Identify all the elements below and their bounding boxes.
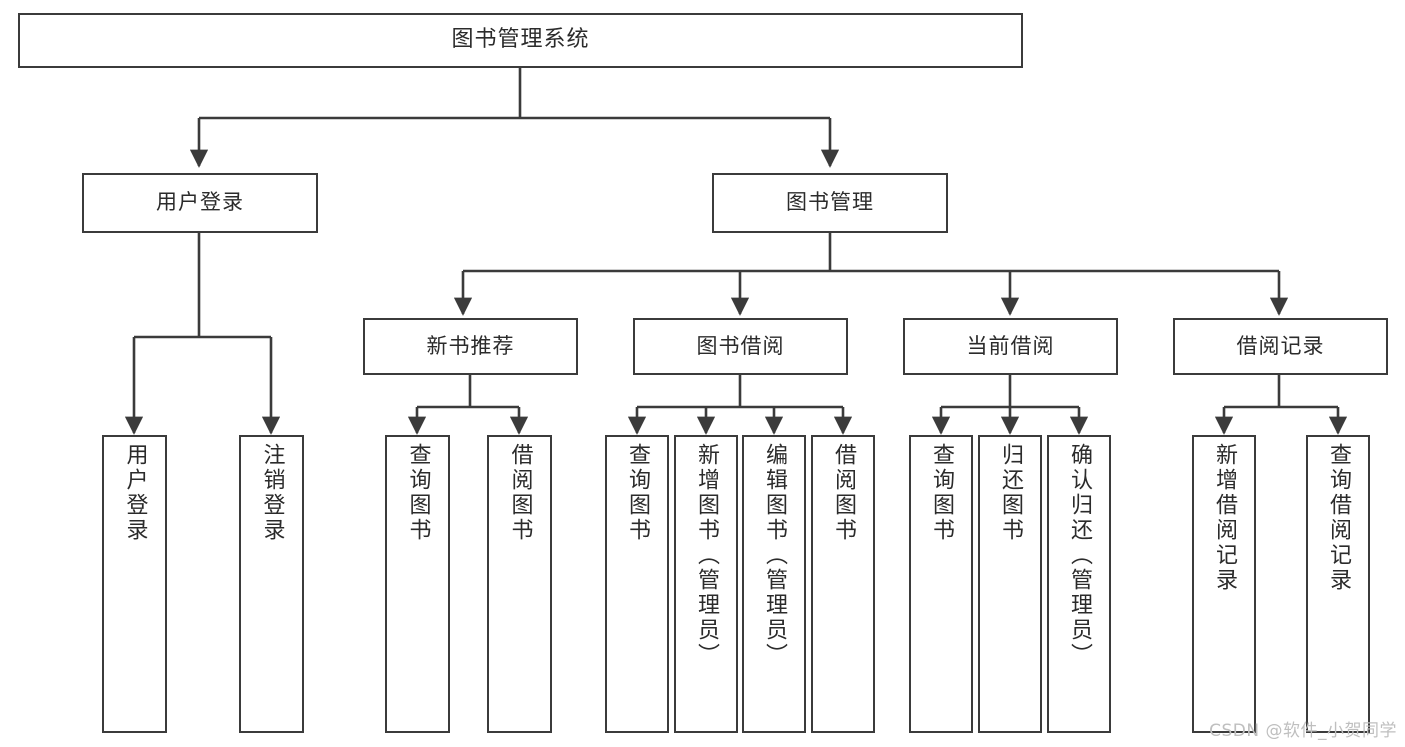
leaf-borrow-add-book-admin[interactable]: 新增图书（管理员）	[674, 435, 738, 733]
leaf-borrow-query-book[interactable]: 查询图书	[605, 435, 669, 733]
node-label: 查询图书	[405, 443, 431, 543]
node-label: 归还图书	[998, 443, 1023, 543]
node-label: 借阅图书	[831, 443, 856, 543]
node-new-book-recommend[interactable]: 新书推荐	[363, 318, 578, 375]
node-label: 借阅记录	[1236, 333, 1325, 358]
node-book-borrow[interactable]: 图书借阅	[633, 318, 848, 375]
node-root-system[interactable]: 图书管理系统	[18, 13, 1023, 68]
node-label: 用户登录	[122, 443, 148, 543]
node-label: 用户登录	[156, 190, 244, 215]
node-label: 新书推荐	[426, 333, 515, 358]
node-label: 查询借阅记录	[1326, 443, 1351, 593]
leaf-borrow-edit-book-admin[interactable]: 编辑图书（管理员）	[742, 435, 806, 733]
node-label: 图书借阅	[696, 333, 785, 358]
leaf-current-query-book[interactable]: 查询图书	[909, 435, 973, 733]
leaf-record-add-record[interactable]: 新增借阅记录	[1192, 435, 1256, 733]
leaf-current-return-book[interactable]: 归还图书	[978, 435, 1042, 733]
node-label: 新增借阅记录	[1212, 443, 1237, 593]
node-label: 确认归还（管理员）	[1067, 443, 1092, 668]
node-current-borrow[interactable]: 当前借阅	[903, 318, 1118, 375]
node-label: 注销登录	[259, 443, 285, 543]
leaf-newbook-query-book[interactable]: 查询图书	[385, 435, 450, 733]
node-label: 查询图书	[929, 443, 954, 543]
node-label: 当前借阅	[966, 333, 1055, 358]
node-label: 查询图书	[625, 443, 650, 543]
node-user-login[interactable]: 用户登录	[82, 173, 318, 233]
node-book-management[interactable]: 图书管理	[712, 173, 948, 233]
node-label: 借阅图书	[507, 443, 533, 543]
node-label: 编辑图书（管理员）	[762, 443, 787, 668]
leaf-current-confirm-return-admin[interactable]: 确认归还（管理员）	[1047, 435, 1111, 733]
leaf-user-logout[interactable]: 注销登录	[239, 435, 304, 733]
node-label: 图书管理	[786, 190, 874, 215]
node-label: 图书管理系统	[451, 27, 590, 53]
csdn-watermark: CSDN @软件_小贺同学	[1209, 721, 1397, 741]
leaf-newbook-borrow-book[interactable]: 借阅图书	[487, 435, 552, 733]
leaf-borrow-borrow-book[interactable]: 借阅图书	[811, 435, 875, 733]
leaf-user-login[interactable]: 用户登录	[102, 435, 167, 733]
node-label: 新增图书（管理员）	[694, 443, 719, 668]
leaf-record-query-record[interactable]: 查询借阅记录	[1306, 435, 1370, 733]
node-borrow-record[interactable]: 借阅记录	[1173, 318, 1388, 375]
